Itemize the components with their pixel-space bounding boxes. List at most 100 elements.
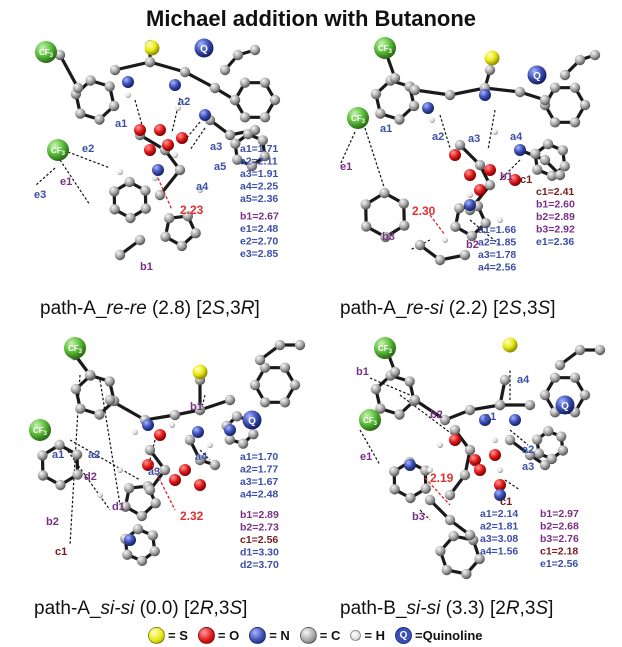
marker-c1: c1 bbox=[520, 174, 532, 186]
forming-bond-distance: 2.30 bbox=[412, 204, 436, 218]
carbon-atom bbox=[108, 100, 120, 112]
carbon-atom bbox=[539, 459, 551, 471]
contact-line bbox=[67, 151, 111, 169]
hydrogen-atom bbox=[492, 129, 498, 135]
distance-value: a4=2.48 bbox=[240, 489, 278, 501]
contact-line bbox=[509, 429, 529, 446]
nitrogen-atom bbox=[142, 419, 154, 431]
distance-value: a1=2.14 bbox=[480, 508, 518, 520]
carbon-atom bbox=[569, 117, 581, 128]
carbon-atom bbox=[259, 112, 271, 123]
carbon-atom bbox=[546, 453, 557, 465]
carbon-atom bbox=[84, 369, 96, 381]
marker-b3: b3 bbox=[382, 231, 395, 243]
cf3-group-top bbox=[35, 41, 57, 63]
carbon-atom bbox=[123, 483, 135, 494]
carbon-atom bbox=[375, 403, 386, 414]
hydrogen-atom bbox=[492, 437, 498, 443]
carbon-atom bbox=[531, 434, 543, 445]
atom-legend: = S = O = N = C = H Q =Quinoline bbox=[148, 625, 493, 645]
carbon-atom bbox=[579, 99, 591, 111]
panel-si-si-b: CF3CF3Qa1a2a3a4b1b2b3c1e12.19a1=2.14a2=1… bbox=[356, 337, 606, 580]
carbon-atom bbox=[169, 409, 181, 421]
nitrogen-atom bbox=[122, 76, 134, 88]
nitrogen-atom bbox=[169, 79, 181, 91]
marker-a2: a2 bbox=[522, 444, 534, 456]
marker-c1: c1 bbox=[500, 496, 512, 508]
carbon-atom bbox=[533, 448, 545, 459]
oxygen-atom bbox=[474, 464, 486, 476]
carbon-atom bbox=[484, 179, 496, 191]
carbon-atom bbox=[254, 354, 266, 366]
cf3-group-bottom-text: CF3 bbox=[363, 416, 378, 427]
nitrogen-atom bbox=[479, 89, 491, 101]
carbon-atom bbox=[466, 230, 478, 242]
carbon-atom bbox=[239, 112, 251, 123]
marker-b1: b1 bbox=[500, 171, 513, 183]
carbon-atom bbox=[398, 198, 409, 209]
oxygen-atom bbox=[134, 124, 146, 136]
carbon-atom bbox=[557, 145, 568, 156]
carbon-atom bbox=[480, 217, 491, 229]
ring-bond bbox=[112, 180, 148, 220]
carbon-atom bbox=[109, 186, 120, 197]
contact-line bbox=[364, 127, 386, 191]
carbon-atom bbox=[361, 221, 372, 232]
marker-a1: a1 bbox=[52, 449, 64, 461]
distance-value: b1=2.97 bbox=[540, 508, 579, 520]
carbon-atom bbox=[441, 564, 452, 576]
carbon-atom bbox=[136, 555, 148, 567]
carbon-atom bbox=[239, 77, 251, 88]
oxygen-atom bbox=[449, 149, 461, 161]
distance-value: a2=1.81 bbox=[480, 521, 518, 533]
carbon-atom bbox=[454, 139, 466, 151]
distance-value: b3=2.76 bbox=[540, 533, 579, 545]
hydrogen-atom bbox=[175, 105, 181, 111]
marker-c1: c1 bbox=[55, 546, 67, 558]
carbon-atom bbox=[124, 176, 135, 188]
carbon-atom bbox=[375, 108, 386, 119]
nitrogen-atom bbox=[199, 109, 211, 121]
cf3-group-top-text: CF3 bbox=[378, 44, 393, 55]
carbon-atom bbox=[389, 72, 401, 84]
nitrogen-atom bbox=[514, 144, 526, 156]
carbon-atom bbox=[231, 411, 243, 422]
nitrogen-atom bbox=[464, 199, 476, 211]
marker-d1: d1 bbox=[112, 501, 125, 513]
contact-line bbox=[359, 429, 381, 466]
marker-d2: d2 bbox=[84, 471, 97, 483]
quinoline-marker bbox=[242, 410, 262, 430]
marker-a3: a3 bbox=[468, 133, 480, 145]
hydrogen-atom bbox=[152, 175, 158, 181]
hydrogen-atom bbox=[207, 442, 213, 448]
contact-line bbox=[369, 377, 411, 396]
carbon-atom bbox=[543, 425, 554, 437]
oxygen-atom bbox=[154, 429, 166, 441]
carbon-atom bbox=[499, 374, 511, 386]
hydrogen-atom bbox=[97, 492, 103, 498]
carbon-atom bbox=[54, 49, 66, 61]
oxygen-atom bbox=[179, 464, 191, 476]
figure-title: Michael addition with Butanone bbox=[146, 6, 476, 31]
carbon-atom bbox=[279, 362, 291, 373]
distance-value: d1=3.30 bbox=[240, 547, 279, 559]
marker-b1: b1 bbox=[190, 401, 203, 413]
carbon-atom bbox=[461, 568, 472, 580]
nitrogen-atom bbox=[494, 489, 506, 501]
carbon-atom bbox=[182, 210, 194, 222]
carbon-atom bbox=[257, 135, 268, 146]
nitrogen-atom bbox=[224, 424, 236, 436]
carbon-atom bbox=[237, 438, 249, 449]
carbon-atom bbox=[484, 64, 496, 76]
distance-value: a3=1.78 bbox=[478, 249, 516, 261]
carbon-atom bbox=[404, 376, 415, 387]
marker-e1: e1 bbox=[60, 176, 72, 188]
carbon-atom bbox=[132, 523, 144, 535]
carbon-atom bbox=[379, 187, 390, 199]
carbon-atom bbox=[140, 185, 151, 196]
carbon-atom bbox=[530, 148, 541, 159]
carbon-atom bbox=[224, 434, 235, 445]
nitrogen-atom bbox=[509, 414, 521, 426]
